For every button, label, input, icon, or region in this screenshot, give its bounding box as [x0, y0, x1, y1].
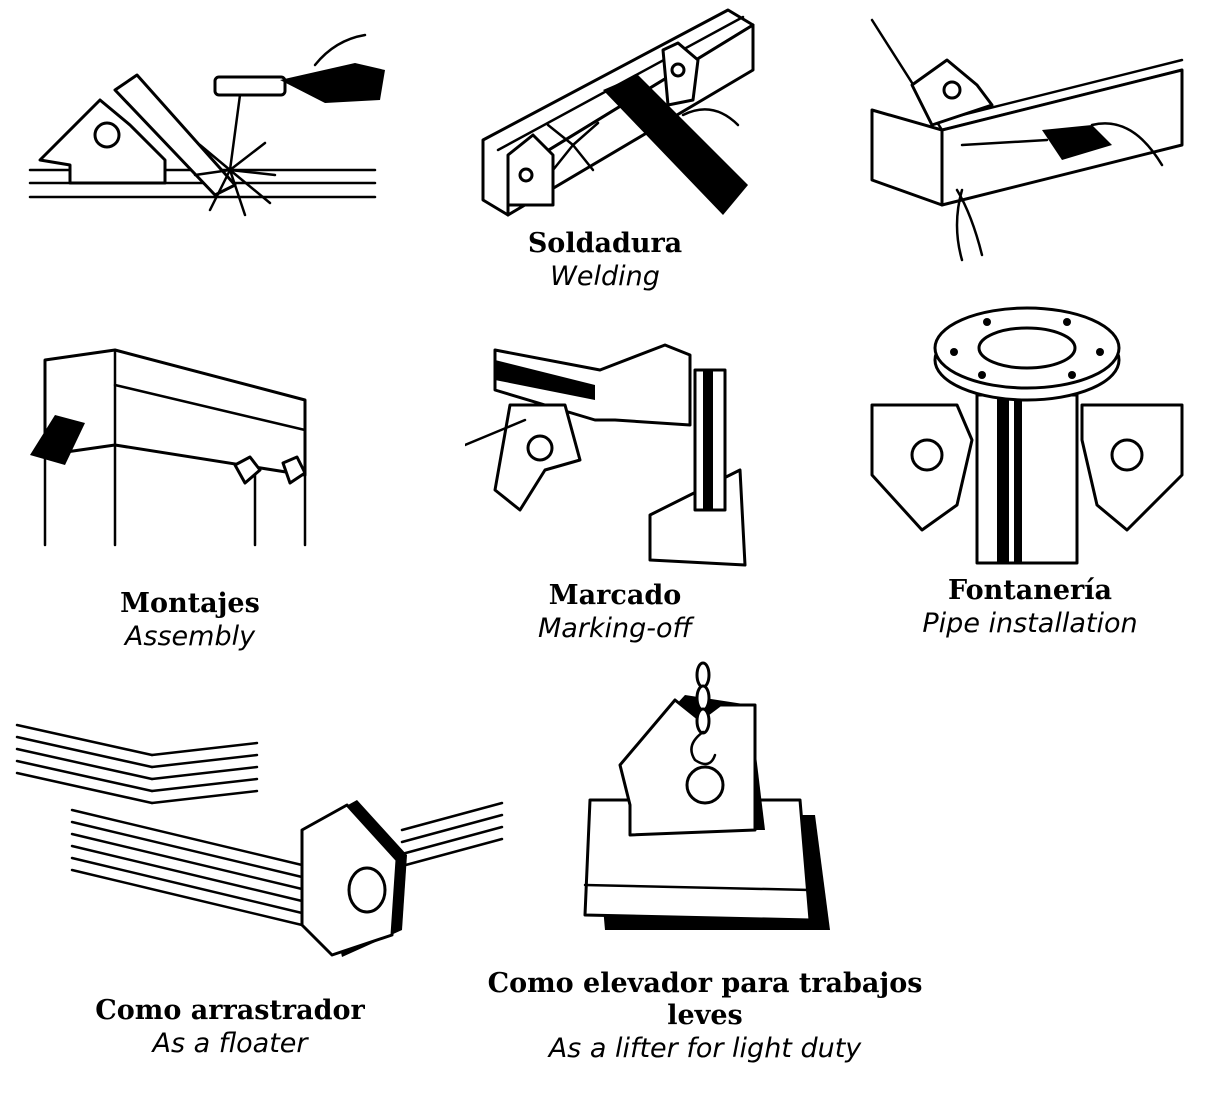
magnet-hole: [910, 438, 944, 472]
illustration-marking: [465, 330, 755, 580]
magnet-hole: [347, 866, 387, 914]
caption-assembly: Montajes Assembly: [40, 588, 340, 654]
caption-es: Fontanería: [947, 575, 1113, 606]
illustration-assembly: [25, 345, 315, 550]
caption-marking: Marcado Marking-off: [465, 580, 765, 646]
illustration-welding-left: [25, 25, 385, 225]
illustration-welding-center: [478, 5, 758, 225]
welding-torch-icon: [603, 75, 748, 215]
illustration-lifter: [575, 660, 835, 935]
welding-torch-icon: [213, 33, 385, 172]
caption-es: Marcado: [548, 580, 682, 611]
illustration-floater: [12, 715, 512, 965]
illustration-pipe: [862, 300, 1192, 565]
magnet-icon: [618, 698, 757, 837]
spark-icon: [193, 141, 277, 217]
caption-lifter: Como elevador para trabajos leves As a l…: [455, 968, 955, 1066]
caption-es: Como arrastrador: [95, 995, 365, 1026]
flange-bolts: [950, 318, 1104, 379]
magnet-hole: [685, 765, 725, 805]
caption-en: Marking-off: [537, 613, 693, 644]
magnet-icon: [281, 455, 307, 485]
caption-welding: Soldadura Welding: [460, 228, 750, 294]
illustration-welding-right: [862, 15, 1192, 265]
frame: [43, 348, 307, 547]
hand-icon: [955, 188, 984, 262]
caption-es: Montajes: [120, 588, 260, 619]
caption-es: Soldadura: [527, 228, 683, 259]
caption-es: Como elevador para trabajos leves: [487, 968, 923, 1031]
caption-en: Pipe installation: [922, 608, 1138, 639]
magnet-hole: [93, 121, 121, 149]
pipe: [975, 393, 1079, 565]
caption-en: Assembly: [124, 621, 256, 652]
caption-en: Welding: [550, 261, 660, 292]
magnet-hole: [1110, 438, 1144, 472]
welding-torch-icon: [960, 122, 1164, 167]
stacked-sheets: [15, 723, 504, 927]
magnet-hole: [526, 434, 554, 462]
caption-floater: Como arrastrador As a floater: [30, 995, 430, 1061]
caption-pipe: Fontanería Pipe installation: [880, 575, 1180, 641]
hook-icon: [690, 730, 717, 766]
chain-icon: [695, 661, 711, 735]
spark-icon: [546, 121, 600, 172]
magnet-icon: [233, 455, 262, 485]
clamp-icon: [30, 415, 85, 465]
caption-en: As a lifter for light duty: [548, 1033, 862, 1064]
caption-en: As a floater: [152, 1028, 308, 1059]
